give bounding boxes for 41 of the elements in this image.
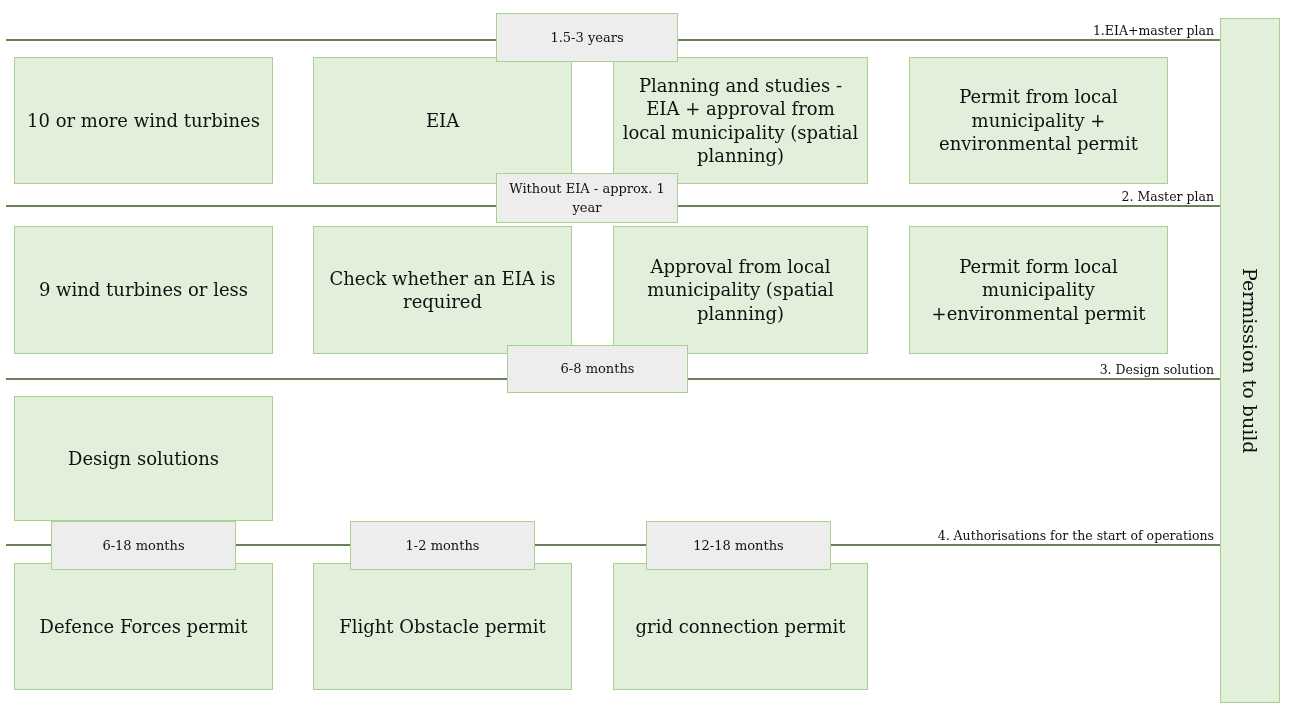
process-box xyxy=(909,57,1168,184)
box-text: Planning and studies - EIA + approval from local municipality (spatial planning) xyxy=(622,73,859,168)
process-box xyxy=(14,396,273,521)
edge-label: 4. Authorisations for the start of operations xyxy=(935,528,1216,543)
box-text: Check whether an EIA is required xyxy=(328,266,557,314)
edge-label: 2. Master plan xyxy=(1119,189,1216,204)
box-text: 1.5-3 years xyxy=(550,28,624,47)
edge-label: 3. Design solution xyxy=(1097,362,1216,377)
box-text: grid connection permit xyxy=(635,614,846,639)
duration-tag xyxy=(496,173,678,223)
box-text: 9 wind turbines or less xyxy=(38,278,249,302)
box-text: 6-18 months xyxy=(102,536,185,555)
process-box xyxy=(613,563,868,690)
box-text: Permission to build xyxy=(1238,267,1263,454)
process-box xyxy=(14,563,273,690)
box-text: Flight Obstacle permit xyxy=(339,614,546,639)
process-box xyxy=(14,57,273,184)
box-text: 1-2 months xyxy=(405,536,480,555)
box-text: Permit form local municipality +environmental permit xyxy=(930,254,1147,326)
process-box xyxy=(613,226,868,354)
duration-tag xyxy=(496,13,678,62)
box-text: 12-18 months xyxy=(693,536,784,555)
process-box xyxy=(909,226,1168,354)
box-text: 6-8 months xyxy=(560,360,635,379)
duration-tag xyxy=(350,521,535,570)
goal-bar xyxy=(1220,18,1280,703)
box-text: Approval from local municipality (spatial planning) xyxy=(646,254,835,326)
process-box xyxy=(613,57,868,184)
process-box xyxy=(14,226,273,354)
box-text: EIA xyxy=(425,108,460,133)
duration-tag xyxy=(646,521,831,570)
box-text: Without EIA - approx. 1 year xyxy=(508,179,666,217)
box-text: Permit from local municipality + environmental permit xyxy=(938,85,1139,156)
process-box xyxy=(313,57,572,184)
box-text: 10 or more wind turbines xyxy=(27,108,260,133)
process-box xyxy=(313,563,572,690)
duration-tag xyxy=(51,521,236,570)
box-text: Defence Forces permit xyxy=(39,614,248,639)
box-text: Design solutions xyxy=(68,446,219,471)
duration-tag xyxy=(507,345,688,393)
process-box xyxy=(313,226,572,354)
